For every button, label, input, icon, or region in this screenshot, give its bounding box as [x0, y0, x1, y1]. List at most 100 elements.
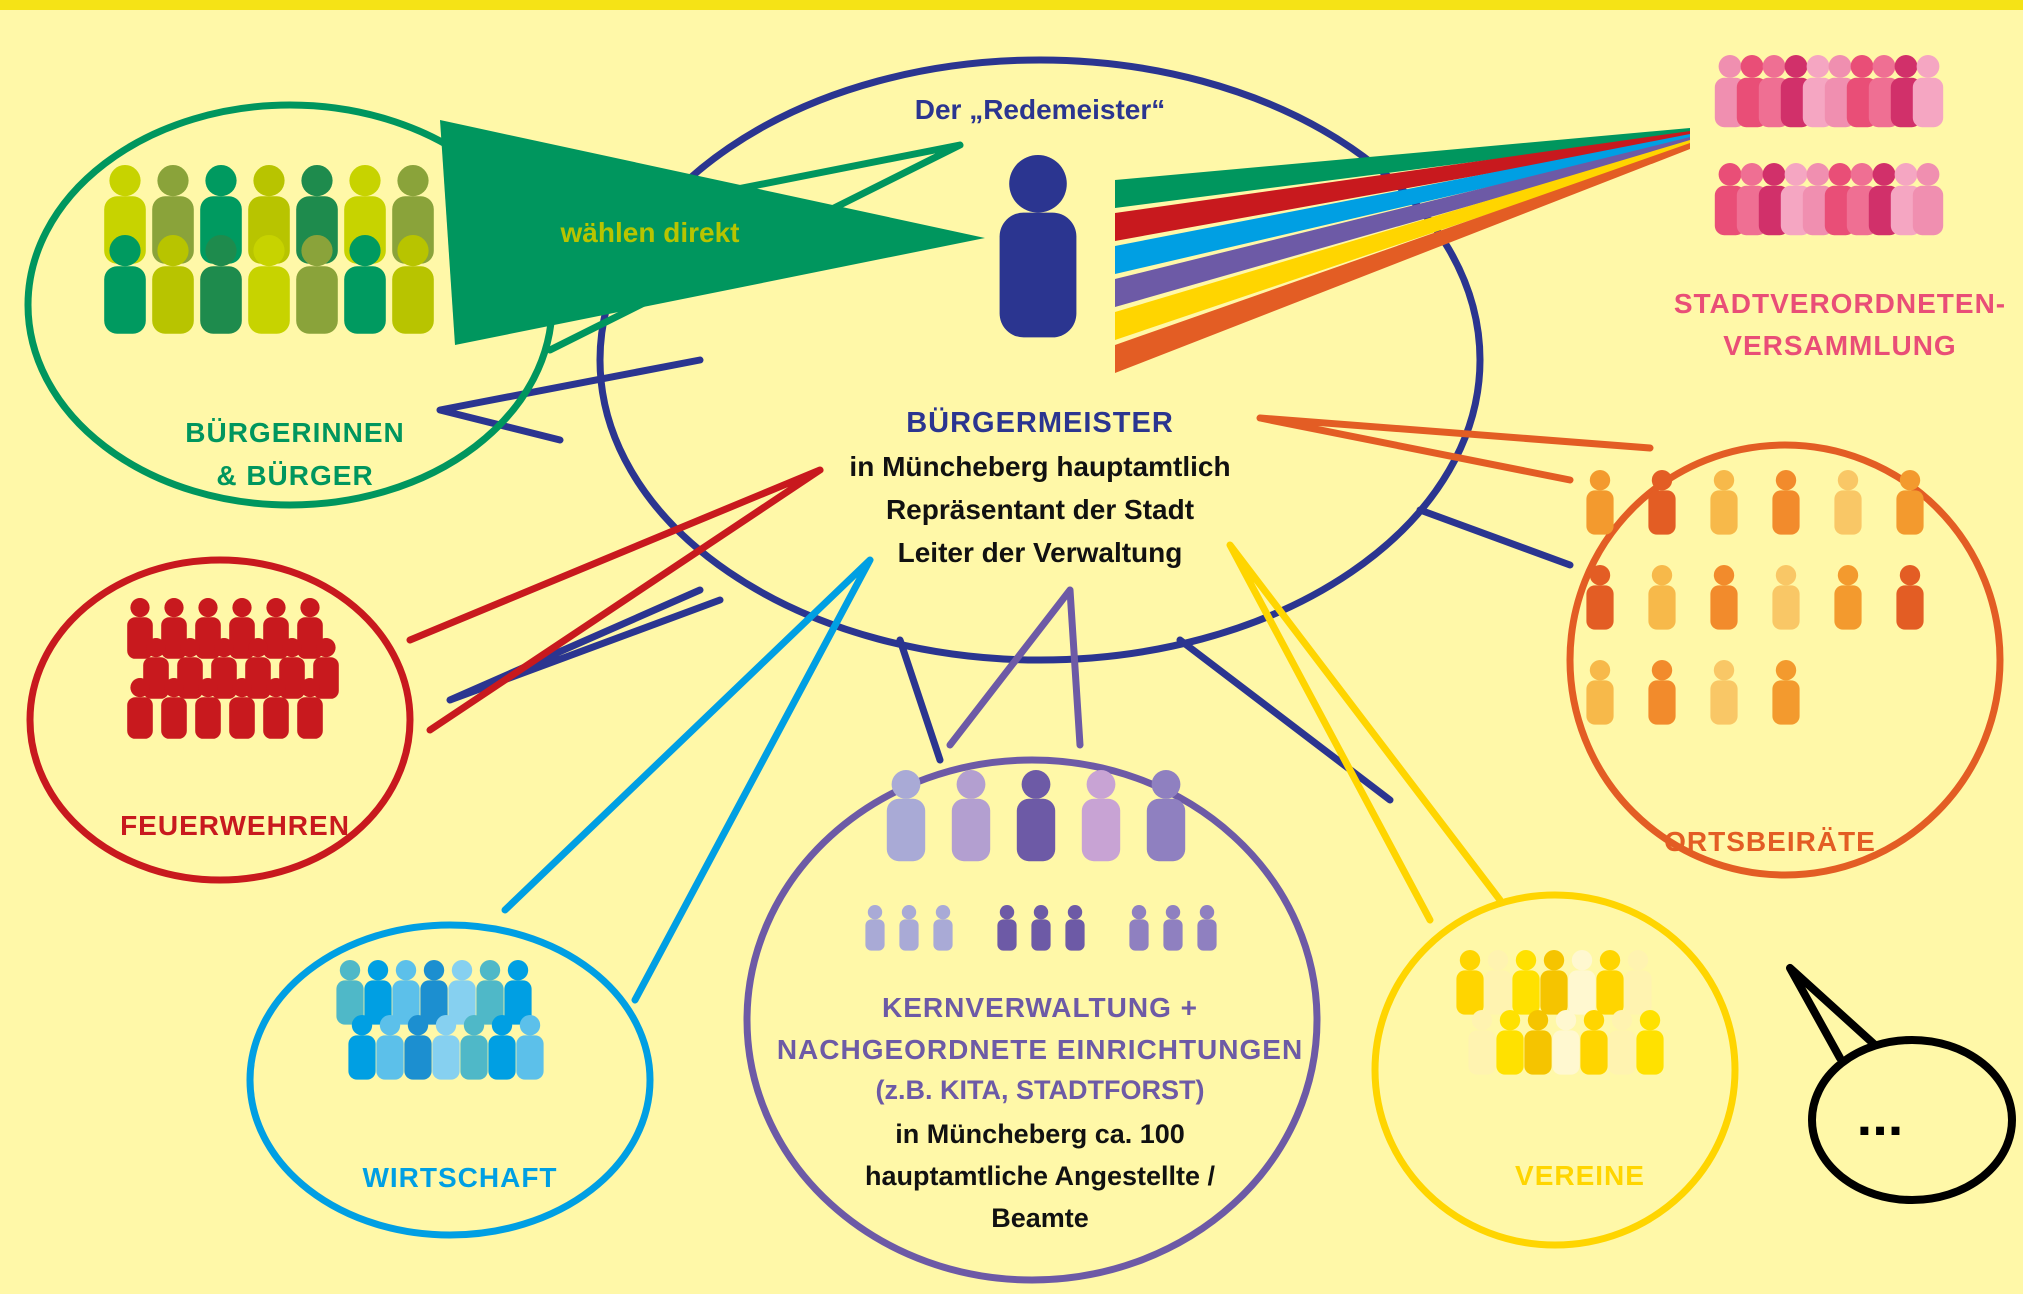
admin-label-line-3: (z.B. KITA, STADTFORST) [875, 1075, 1205, 1105]
communication-rays [1115, 128, 1690, 373]
local-council-member-13-body [1648, 680, 1676, 725]
firefighter-6-head [146, 638, 166, 658]
local-council-member-5-body [1896, 490, 1924, 535]
admin-staff-8-body [997, 919, 1017, 951]
local-council-member-15-head [1775, 660, 1797, 681]
business-person-6-head [507, 960, 529, 981]
council-member-5-head [1828, 55, 1852, 78]
citizen-5-head [349, 165, 381, 197]
firefighter-2 [195, 598, 221, 659]
club-member-0 [1456, 950, 1484, 1015]
business-person-8 [376, 1014, 404, 1080]
mayor-line-1: in Müncheberg hauptamtlich [849, 451, 1231, 482]
council-member-19-body [1912, 185, 1944, 236]
admin-staff-13-head [1199, 905, 1215, 920]
firefighter-10 [279, 638, 305, 699]
clubs-bubble [1371, 891, 1739, 1249]
firefighter-8-head [214, 638, 234, 658]
club-member-10 [1552, 1010, 1580, 1075]
firefighter-5-head [300, 598, 320, 618]
citizen-13-head [397, 235, 429, 267]
firefighter-4 [263, 598, 289, 659]
council-member-9 [1912, 55, 1944, 128]
council-member-0-head [1718, 55, 1742, 78]
citizen-12-head [349, 235, 381, 267]
business-person-10 [432, 1014, 460, 1080]
business-person-13-head [519, 1014, 541, 1036]
citizen-11-head [301, 235, 333, 267]
firefighter-1-head [164, 598, 184, 618]
business-person-12-body [488, 1035, 516, 1080]
club-member-1-head [1487, 950, 1509, 971]
council-member-16-head [1850, 163, 1874, 186]
firefighter-8 [211, 638, 237, 699]
local-council-member-14-head [1713, 660, 1735, 681]
club-member-4-body [1568, 970, 1596, 1015]
local-council-member-0 [1586, 470, 1614, 535]
business-person-3-head [423, 960, 445, 981]
council-member-1-head [1740, 55, 1764, 78]
mayor-title: BÜRGERMEISTER [906, 407, 1174, 439]
mayor-line-3: Leiter der Verwaltung [897, 537, 1183, 568]
citizen-13-body [392, 266, 434, 334]
mayor-bubble [596, 56, 1484, 664]
business-bubble [246, 921, 654, 1239]
firefighter-16-body [263, 697, 289, 739]
local-councils-label: ORTSBEIRÄTE [1664, 826, 1876, 857]
admin-staff-10-head [1067, 905, 1083, 920]
citizen-11 [296, 235, 338, 334]
business-label: WIRTSCHAFT [362, 1162, 558, 1193]
citizen-12-body [344, 266, 386, 334]
business-person-11-head [463, 1014, 485, 1036]
fire-brigades-label: FEUERWEHREN [120, 810, 350, 841]
business-person-4-body [448, 980, 476, 1025]
local-council-member-11 [1896, 565, 1924, 630]
club-member-3 [1540, 950, 1568, 1015]
citizen-9-body [200, 266, 242, 334]
admin-staff-7-body [933, 919, 953, 951]
club-member-2-body [1512, 970, 1540, 1015]
business-person-13 [516, 1014, 544, 1080]
admin-staff-13-body [1197, 919, 1217, 951]
local-council-member-5 [1896, 470, 1924, 535]
club-member-7-body [1468, 1030, 1496, 1075]
admin-staff-2 [1016, 770, 1056, 862]
admin-staff-7 [933, 905, 953, 951]
more-ellipsis: ... [1856, 1084, 1904, 1147]
local-council-member-11-head [1899, 565, 1921, 586]
council-member-3-head [1784, 55, 1808, 78]
clubs-label: VEREINE [1515, 1160, 1645, 1191]
firefighter-11-body [313, 657, 339, 699]
admin-label-line-6: Beamte [991, 1203, 1089, 1233]
business-person-13-body [516, 1035, 544, 1080]
mayor-figure-head [1009, 155, 1067, 213]
citizen-6-head [397, 165, 429, 197]
club-member-9-head [1527, 1010, 1549, 1031]
club-member-0-head [1459, 950, 1481, 971]
firefighter-2-body [195, 617, 221, 659]
firefighter-7-head [180, 638, 200, 658]
firefighter-12-body [127, 697, 153, 739]
club-member-12-head [1611, 1010, 1633, 1031]
admin-bubble-tail [946, 586, 1084, 749]
firefighter-11-head [316, 638, 336, 658]
firefighter-3-head [232, 598, 252, 618]
firefighter-0-body [127, 617, 153, 659]
business-person-0 [336, 960, 364, 1025]
business-person-5-head [479, 960, 501, 981]
admin-staff-0-body [886, 798, 926, 862]
local-council-member-8-head [1713, 565, 1735, 586]
local-council-member-2 [1710, 470, 1738, 535]
business-person-7 [348, 1014, 376, 1080]
admin-staff-7-head [935, 905, 951, 920]
admin-staff-10-body [1065, 919, 1085, 951]
council-member-14-head [1806, 163, 1830, 186]
top-border [0, 0, 2023, 10]
local-council-member-14 [1710, 660, 1738, 725]
admin-staff-1-head [956, 770, 986, 799]
admin-bubble [743, 756, 1321, 1284]
ray-2 [1115, 134, 1690, 274]
club-member-8-head [1499, 1010, 1521, 1031]
admin-staff-12-body [1163, 919, 1183, 951]
firefighter-15-body [229, 697, 255, 739]
